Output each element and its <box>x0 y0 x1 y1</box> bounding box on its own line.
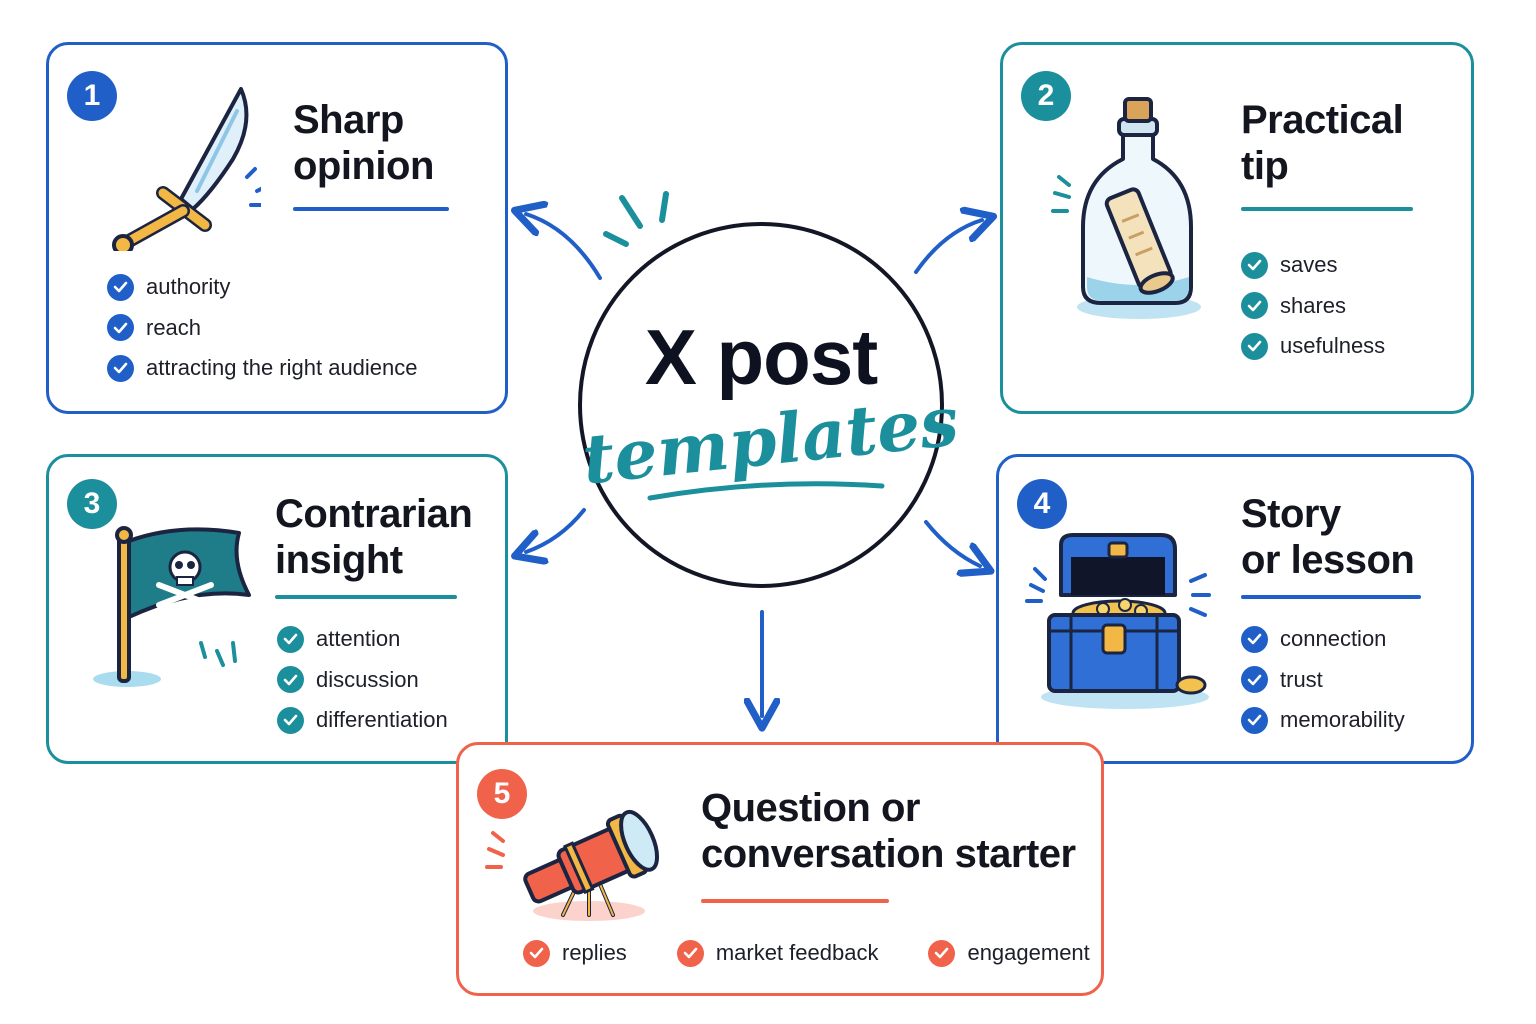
sword-icon <box>112 87 261 251</box>
list-item: engagement <box>928 933 1090 974</box>
benefit-label: discussion <box>316 666 419 692</box>
card-question-or-conversation-starter: 5 Question or conversation starter repli… <box>456 742 1104 996</box>
benefit-list: attention discussion differentiation <box>277 619 448 741</box>
card-title-line2: tip <box>1241 144 1289 188</box>
checkmark-icon <box>277 706 304 734</box>
arrow-to-card-3 <box>526 508 586 552</box>
list-item: replies <box>523 933 627 974</box>
benefit-list: authority reach attracting the right aud… <box>107 267 418 389</box>
card-number-badge: 4 <box>1017 479 1067 529</box>
arrow-to-card-2 <box>914 220 982 274</box>
benefit-label: shares <box>1280 292 1347 318</box>
treasure-chest-icon <box>1025 533 1211 709</box>
list-item: reach <box>107 308 418 349</box>
benefit-label: engagement <box>967 940 1090 966</box>
center-title: X post <box>644 313 878 401</box>
benefit-label: market feedback <box>715 940 879 966</box>
center-hub: X post templates <box>578 222 962 588</box>
arrow-to-card-4 <box>924 520 980 566</box>
benefit-label: connection <box>1280 626 1387 652</box>
checkmark-icon <box>928 939 956 967</box>
benefit-list: connection trust memorability <box>1241 619 1405 741</box>
list-item: shares <box>1241 286 1385 327</box>
benefit-label: usefulness <box>1280 333 1386 359</box>
benefit-list: saves shares usefulness <box>1241 245 1385 367</box>
checkmark-icon <box>107 273 134 301</box>
list-item: attention <box>277 619 448 660</box>
card-practical-tip: 2 Practical tip saves shares usefulness <box>1000 42 1474 414</box>
checkmark-icon <box>523 939 550 967</box>
checkmark-icon <box>1241 292 1268 320</box>
list-item: connection <box>1241 619 1405 660</box>
card-story-or-lesson: 4 Story or lesson connection trust memor… <box>996 454 1474 764</box>
checkmark-icon <box>107 314 134 342</box>
title-underline <box>701 899 889 903</box>
telescope-icon <box>485 809 660 921</box>
list-item: differentiation <box>277 700 448 741</box>
list-item: memorability <box>1241 700 1405 741</box>
checkmark-icon <box>1241 625 1268 653</box>
card-title-line1: Contrarian <box>275 492 473 536</box>
title-underline <box>275 595 457 599</box>
card-title-line2: insight <box>275 538 403 582</box>
benefit-label: replies <box>562 940 627 966</box>
title-underline <box>1241 595 1421 599</box>
pirate-flag-icon <box>93 526 251 687</box>
benefit-label: reach <box>146 314 202 340</box>
checkmark-icon <box>1241 666 1268 694</box>
card-number-badge: 2 <box>1021 71 1071 121</box>
card-title-line1: Question or <box>701 786 920 830</box>
list-item: attracting the right audience <box>107 348 418 389</box>
arrow-to-card-1 <box>526 214 602 280</box>
checkmark-icon <box>277 625 304 653</box>
title-underline <box>293 207 449 211</box>
card-title-line2: conversation starter <box>701 832 1076 876</box>
underline-swoosh-icon <box>647 481 885 501</box>
card-number-badge: 3 <box>67 479 117 529</box>
benefit-label: memorability <box>1280 707 1405 733</box>
benefit-label: differentiation <box>316 707 448 733</box>
spark-rays-icon <box>603 191 669 247</box>
list-item: usefulness <box>1241 326 1385 367</box>
benefit-label: saves <box>1280 252 1338 278</box>
list-item: saves <box>1241 245 1385 286</box>
benefit-list: replies market feedback engagement <box>523 933 1140 974</box>
card-title-line2: opinion <box>293 144 434 188</box>
card-number-badge: 5 <box>477 769 527 819</box>
checkmark-icon <box>1241 706 1268 734</box>
list-item: authority <box>107 267 418 308</box>
benefit-label: attention <box>316 626 401 652</box>
card-title-line1: Practical <box>1241 98 1404 142</box>
title-underline <box>1241 207 1413 211</box>
checkmark-icon <box>1241 332 1268 360</box>
checkmark-icon <box>1241 251 1268 279</box>
card-title-line1: Sharp <box>293 98 404 142</box>
benefit-label: authority <box>146 274 231 300</box>
checkmark-icon <box>107 354 134 382</box>
card-number-badge: 1 <box>67 71 117 121</box>
card-contrarian-insight: 3 Contrarian insight attention discussio… <box>46 454 508 764</box>
benefit-label: attracting the right audience <box>146 355 418 381</box>
list-item: discussion <box>277 660 448 701</box>
list-item: trust <box>1241 660 1405 701</box>
card-sharp-opinion: 1 Sharp opinion authority reach attracti… <box>46 42 508 414</box>
checkmark-icon <box>676 939 704 967</box>
checkmark-icon <box>277 666 304 694</box>
card-title-line1: Story <box>1241 492 1341 536</box>
list-item: market feedback <box>676 933 879 974</box>
message-in-bottle-icon <box>1051 97 1201 319</box>
benefit-label: trust <box>1280 666 1323 692</box>
card-title-line2: or lesson <box>1241 538 1415 582</box>
